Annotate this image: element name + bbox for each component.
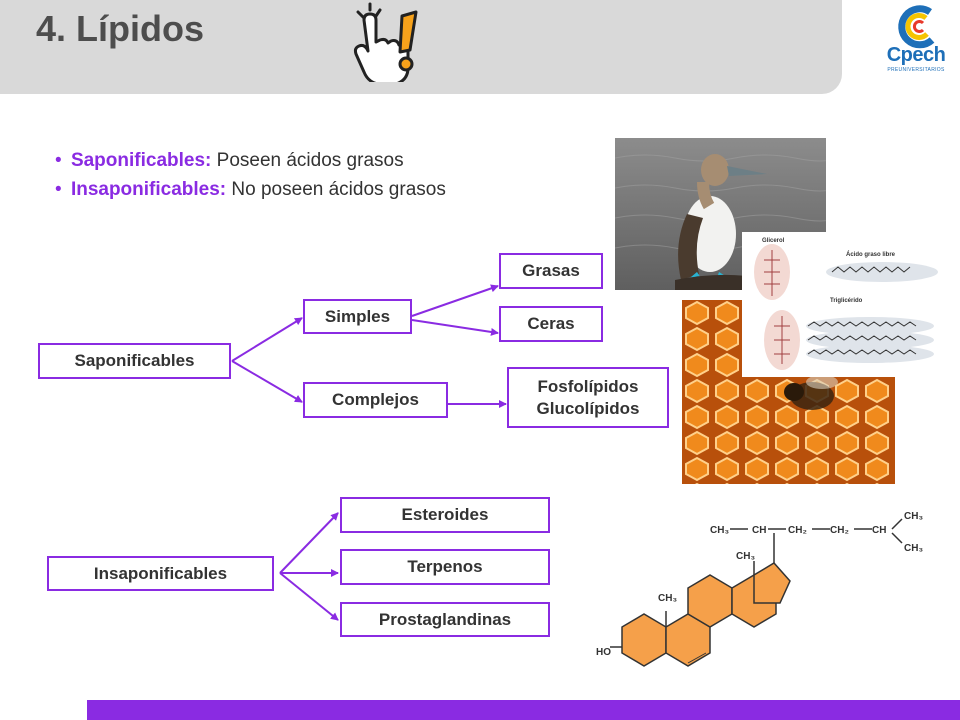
label-ch-b: CH	[872, 525, 886, 536]
arrow-to-ceras	[411, 319, 499, 336]
label-ch3-d: CH₃	[904, 511, 923, 522]
arrow-to-esteroides	[279, 512, 339, 574]
label-ch3-c: CH₃	[710, 525, 729, 536]
label-glucolipidos: Glucolípidos	[536, 398, 640, 418]
footer-bar	[87, 700, 960, 720]
label-trigliceridos: Triglicérido	[830, 298, 863, 304]
label-ch3-e: CH₃	[904, 543, 923, 554]
arrow-to-grasas	[411, 284, 499, 317]
cholesterol-structure: HO CH₃ CH₃ CH₃ CH CH₂ CH₂ CH CH₃ CH₃	[596, 511, 923, 667]
hand-exclamation-icon	[353, 2, 418, 82]
arrow-to-complejos	[231, 360, 303, 403]
logo-text: Cpech	[886, 44, 946, 66]
triglyceride-figure: Glicerol Ácido graso libre Triglicérido	[742, 232, 938, 377]
label-glicerol: Glicerol	[762, 238, 785, 244]
bullet-term: Saponificables:	[70, 150, 212, 171]
box-grasas: Grasas	[499, 253, 603, 289]
steroid-figure: HO CH₃ CH₃ CH₃ CH CH₂ CH₂ CH CH₃ CH₃	[592, 497, 932, 667]
bullet-text: No poseen ácidos grasos	[231, 179, 446, 200]
label-ch2-a: CH₂	[788, 525, 807, 536]
box-simples: Simples	[303, 299, 412, 334]
cpech-logo: Cpech PREUNIVERSITARIOS	[880, 2, 952, 82]
bullet-icon: •	[55, 179, 62, 200]
logo-subtext: PREUNIVERSITARIOS	[887, 67, 945, 73]
label-ch-a: CH	[752, 525, 766, 536]
bullet-list: • Saponificables: Poseen ácidos grasos •…	[55, 146, 446, 204]
triglyceride-diagram: Glicerol Ácido graso libre Triglicérido	[742, 232, 938, 377]
box-ceras: Ceras	[499, 306, 603, 342]
bullet-saponificables: • Saponificables: Poseen ácidos grasos	[55, 146, 446, 175]
arrow-to-prostaglandinas	[279, 572, 339, 621]
box-esteroides: Esteroides	[340, 497, 550, 533]
label-ho: HO	[596, 647, 611, 658]
bullet-insaponificables: • Insaponificables: No poseen ácidos gra…	[55, 175, 446, 204]
cpech-logo-mark-icon	[898, 5, 935, 49]
label-ch2-b: CH₂	[830, 525, 849, 536]
box-prostaglandinas: Prostaglandinas	[340, 602, 550, 637]
bullet-text: Poseen ácidos grasos	[216, 150, 404, 171]
arrow-to-simples	[231, 317, 303, 362]
box-fosfolipidos-glucolipidos: Fosfolípidos Glucolípidos	[507, 367, 669, 428]
label-ch3-b: CH₃	[736, 551, 755, 562]
label-acido-graso: Ácido graso libre	[846, 251, 896, 258]
page-title: 4. Lípidos	[36, 8, 205, 49]
label-ch3-a: CH₃	[658, 593, 677, 604]
title-bar	[0, 0, 842, 94]
box-complejos: Complejos	[303, 382, 448, 418]
label-fosfolipidos: Fosfolípidos	[537, 376, 639, 396]
bullet-term: Insaponificables:	[70, 179, 227, 200]
box-terpenos: Terpenos	[340, 549, 550, 585]
box-insaponificables: Insaponificables	[47, 556, 274, 591]
box-saponificables: Saponificables	[38, 343, 231, 379]
bullet-icon: •	[55, 150, 62, 171]
